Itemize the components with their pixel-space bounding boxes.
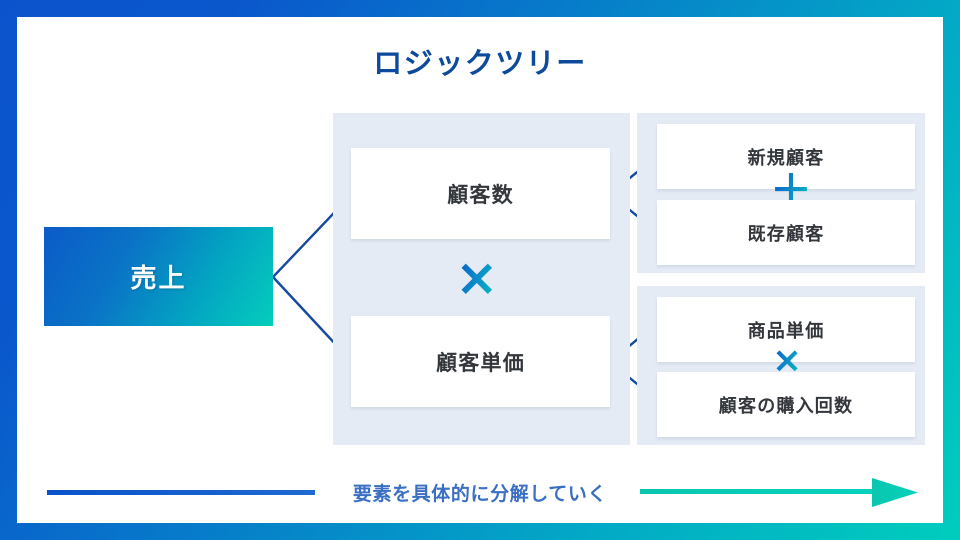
node-existing-customers[interactable]: 既存顧客 [657, 200, 915, 265]
node-label: 売上 [130, 264, 187, 294]
node-customer-unit-price[interactable]: 顧客単価 [351, 316, 610, 407]
node-label: 新規顧客 [747, 147, 825, 169]
page-title: ロジックツリー [373, 46, 587, 80]
node-item-unit-price[interactable]: 商品単価 [657, 297, 915, 362]
footer-caption: 要素を具体的に分解していく [352, 483, 608, 505]
footer-arrow-icon [640, 478, 918, 507]
footer-line-left [47, 490, 315, 495]
node-label: 顧客単価 [436, 350, 525, 375]
node-customer-count[interactable]: 顧客数 [351, 148, 610, 239]
node-sales-root[interactable]: 売上 [44, 227, 273, 326]
node-label: 商品単価 [747, 320, 825, 342]
node-new-customers[interactable]: 新規顧客 [657, 124, 915, 189]
operator-multiply-level2: × [455, 248, 499, 308]
node-label: 顧客の購入回数 [718, 395, 854, 417]
node-label: 顧客数 [447, 182, 514, 207]
node-label: 既存顧客 [747, 223, 825, 245]
node-purchase-frequency[interactable]: 顧客の購入回数 [657, 372, 915, 437]
